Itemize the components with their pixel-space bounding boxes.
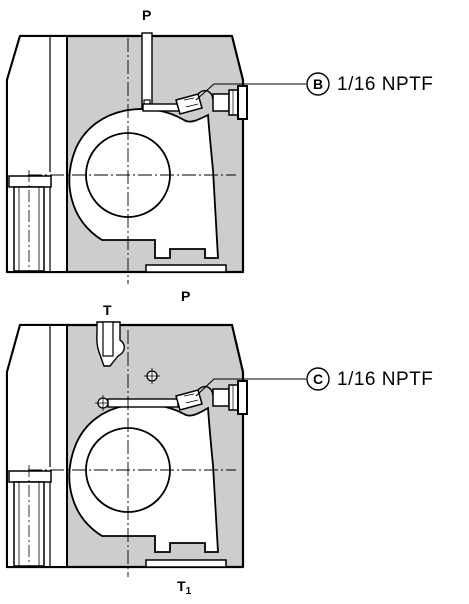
bottom-valve-section: C (5, 321, 330, 577)
top-port-p-bottom-label: P (181, 288, 191, 304)
top-gauge-port (175, 93, 203, 115)
bottom-callout-letter: C (313, 371, 323, 387)
bottom-callout-text: 1/16 NPTF (337, 369, 434, 390)
bottom-t-passage (107, 398, 179, 408)
bottom-callout-leader (195, 378, 306, 397)
bottom-port-t1-subscript: 1 (185, 586, 192, 597)
bottom-port-t1-main: T (177, 578, 186, 594)
bottom-gauge-port (175, 389, 203, 411)
bottom-port-t-label: T (103, 302, 112, 318)
top-callout-circle (306, 72, 330, 96)
bottom-callout-circle (306, 367, 330, 391)
top-valve-section: B (5, 32, 330, 284)
bottom-bolt-head (8, 470, 52, 483)
top-callout-letter: B (313, 76, 323, 92)
top-bolt-head (8, 175, 52, 188)
bottom-port-t1-label: T1 (177, 579, 191, 597)
top-callout-leader (195, 83, 306, 101)
bottom-plug (212, 388, 230, 407)
top-plug (212, 93, 230, 112)
top-p-passage (141, 32, 153, 109)
top-port-p-label: P (142, 7, 152, 23)
top-callout-text: 1/16 NPTF (337, 74, 434, 95)
